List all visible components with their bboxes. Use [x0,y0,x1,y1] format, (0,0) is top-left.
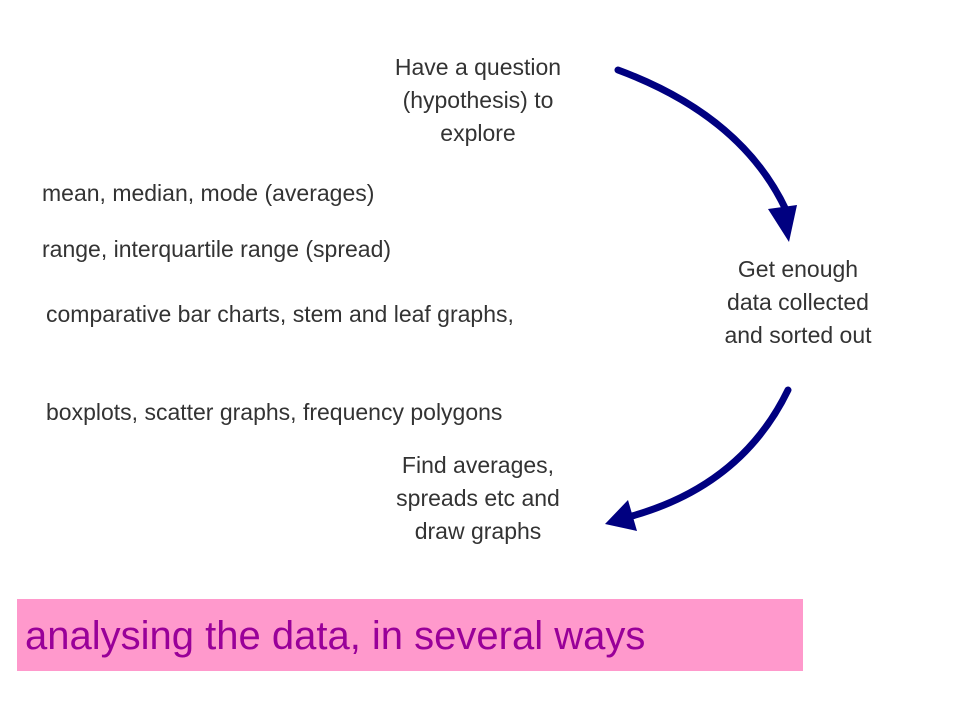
cycle-step-question-line: Have a question [394,54,562,80]
arrow-question-to-data-head [768,205,797,242]
cycle-step-analyse: Find averages, spreads etc and draw grap… [340,449,616,548]
cycle-step-question: Have a question (hypothesis) to explore [340,51,616,150]
cycle-step-analyse-line: spreads etc and [396,485,560,511]
cycle-step-analyse-line: Find averages, [401,452,555,478]
banner: analysing the data, in several ways [17,599,803,671]
cycle-step-analyse-line: draw graphs [414,518,542,544]
cycle-step-question-line: (hypothesis) to [402,87,554,113]
arrow-question-to-data [614,66,790,214]
cycle-step-data-line: and sorted out [724,322,872,348]
cycle-step-data-line: Get enough [737,256,859,282]
cycle-step-data-line: data collected [727,289,869,315]
note-boxplots: boxplots, scatter graphs, frequency poly… [46,399,503,425]
banner-text: analysing the data, in several ways [25,614,646,658]
note-averages: mean, median, mode (averages) [42,180,375,206]
arrow-data-to-analyse [628,386,792,520]
cycle-step-data: Get enough data collected and sorted out [680,253,916,352]
note-spread: range, interquartile range (spread) [42,236,392,262]
note-charts: comparative bar charts, stem and leaf gr… [46,301,514,327]
arrow-data-to-analyse-head [605,500,637,531]
cycle-step-question-line: explore [440,120,516,146]
